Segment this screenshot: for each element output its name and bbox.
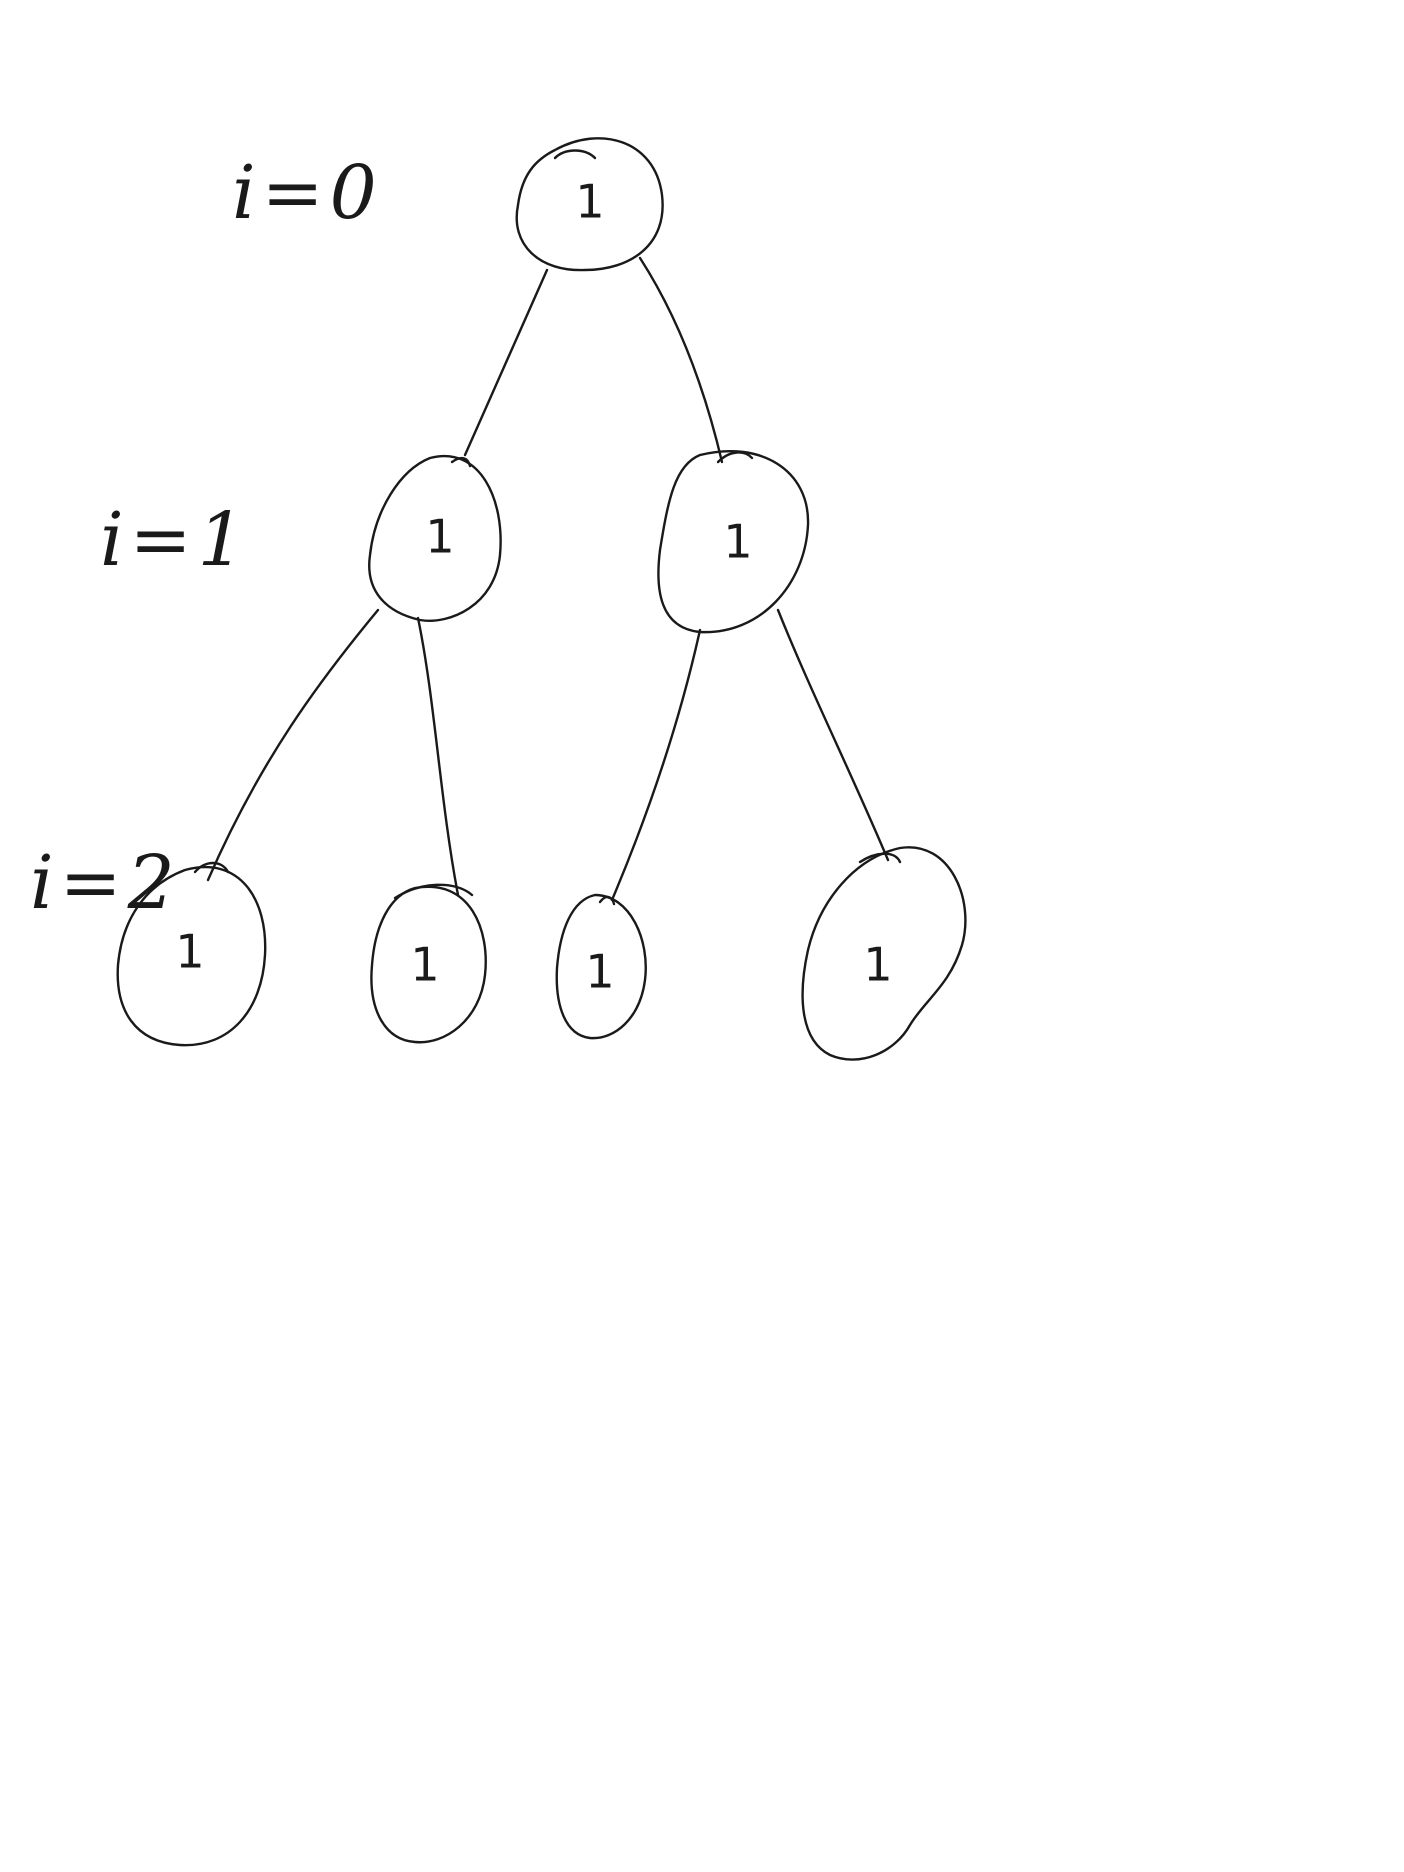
- node-circle: [370, 885, 487, 1044]
- edge-l1-right-l2-c: [610, 628, 702, 902]
- edge-l1-left-l2-b: [416, 616, 460, 897]
- node-tick: [450, 456, 472, 468]
- edge-l1-right-l2-d: [776, 608, 890, 862]
- node-circle: [657, 450, 810, 634]
- tree-node: 1: [368, 454, 502, 622]
- node-circle: [116, 865, 267, 1047]
- node-tick: [393, 883, 474, 900]
- node-value: 1: [175, 925, 204, 979]
- tree-node: 1: [515, 137, 664, 272]
- node-tick: [598, 895, 616, 906]
- node-circle: [515, 137, 664, 272]
- node-circle: [801, 846, 967, 1061]
- tree-node: 1: [657, 450, 810, 634]
- node-value: 1: [425, 510, 454, 564]
- level-label-2: i=2: [30, 840, 181, 926]
- node-value: 1: [575, 175, 604, 229]
- tree-node: 1: [801, 846, 967, 1061]
- node-tick: [193, 861, 230, 874]
- node-tick: [553, 149, 597, 160]
- tree-node: 1: [370, 883, 487, 1044]
- node-circle: [368, 454, 502, 622]
- node-value: 1: [723, 515, 752, 569]
- level-label-1: i=1: [100, 497, 251, 583]
- edge-root-l1-right: [638, 256, 724, 464]
- node-value: 1: [863, 938, 892, 992]
- level-label-0: i=0: [232, 150, 383, 236]
- edge-l1-left-l2-a: [206, 608, 380, 882]
- node-value: 1: [410, 938, 439, 992]
- node-value: 1: [585, 945, 614, 999]
- tree-node: 1: [116, 861, 267, 1047]
- node-circle: [555, 893, 647, 1040]
- node-tick: [716, 451, 754, 464]
- edge-root-l1-left: [463, 268, 549, 457]
- tree-node: 1: [555, 893, 647, 1040]
- node-tick: [858, 852, 902, 864]
